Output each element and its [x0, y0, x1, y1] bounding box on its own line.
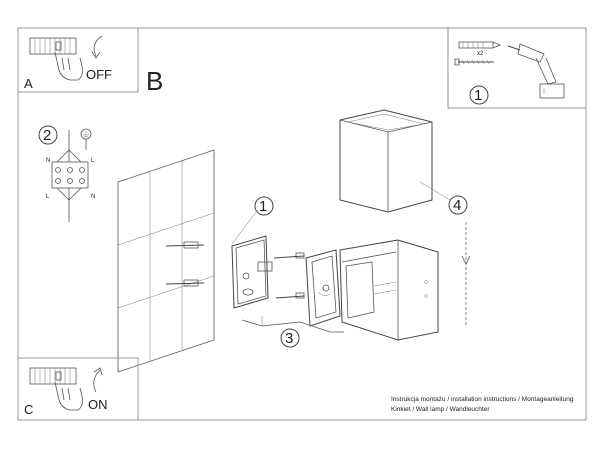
panel-c-letter: C — [24, 402, 33, 417]
wall-plug-icon — [458, 41, 502, 49]
panel-c-action: ON — [88, 397, 108, 412]
breaker-switch-icon — [29, 37, 77, 55]
tools-panel: x2 1 — [447, 27, 587, 109]
fix-step-number: 3 — [285, 330, 293, 347]
hand-icon — [54, 381, 83, 411]
panel-a-letter: A — [24, 76, 33, 91]
lamp-down-arrow-icon — [461, 222, 471, 326]
mount-step-circle — [254, 196, 274, 216]
drill-icon — [507, 43, 565, 99]
mounting-plate — [231, 235, 273, 309]
ground-icon — [80, 128, 92, 140]
switch-up-arrow-icon — [93, 367, 103, 393]
screw-icon — [454, 58, 494, 66]
terminal-label-n-top: N — [46, 158, 50, 164]
terminal-label-n-bottom: N — [91, 194, 95, 200]
terminal-label-l-top: L — [91, 158, 95, 164]
wiring-diagram: 2 N L L N — [38, 125, 95, 222]
fix-step-circle — [280, 328, 300, 348]
hand-icon — [54, 51, 83, 81]
lamp-step-number: 4 — [453, 197, 461, 214]
wiring-step-circle — [38, 125, 58, 145]
panel-b-letter: B — [146, 66, 163, 96]
breaker-switch-icon — [29, 367, 77, 385]
fix-step-bracket — [241, 316, 344, 333]
fixing-screws — [273, 252, 305, 299]
lamp-body-open — [339, 239, 439, 341]
caption-line-2: Kinkiet / Wall lamp / Wandleuchter — [391, 406, 490, 413]
wiring-step-number: 2 — [43, 127, 51, 144]
terminal-label-l-bottom: L — [46, 194, 50, 200]
mount-step-number: 1 — [259, 198, 267, 215]
wall-plugs — [165, 241, 205, 287]
panel-c: ON C — [17, 357, 139, 421]
switch-down-arrow-icon — [91, 35, 103, 59]
quantity-label: x2 — [477, 51, 484, 57]
lamp-cube — [339, 109, 433, 213]
lamp-back-frame — [305, 249, 341, 327]
panel-a: OFF A — [17, 27, 139, 93]
terminal-block — [51, 161, 89, 189]
tools-step-number: 1 — [474, 87, 482, 104]
panel-a-action: OFF — [86, 67, 112, 82]
lamp-step-circle — [448, 195, 468, 215]
sheet-frame — [17, 27, 587, 421]
wall-tiles — [117, 149, 215, 373]
tools-step-circle — [469, 85, 489, 105]
caption-line-1: Instrukcja montażu / installation instru… — [391, 396, 574, 403]
